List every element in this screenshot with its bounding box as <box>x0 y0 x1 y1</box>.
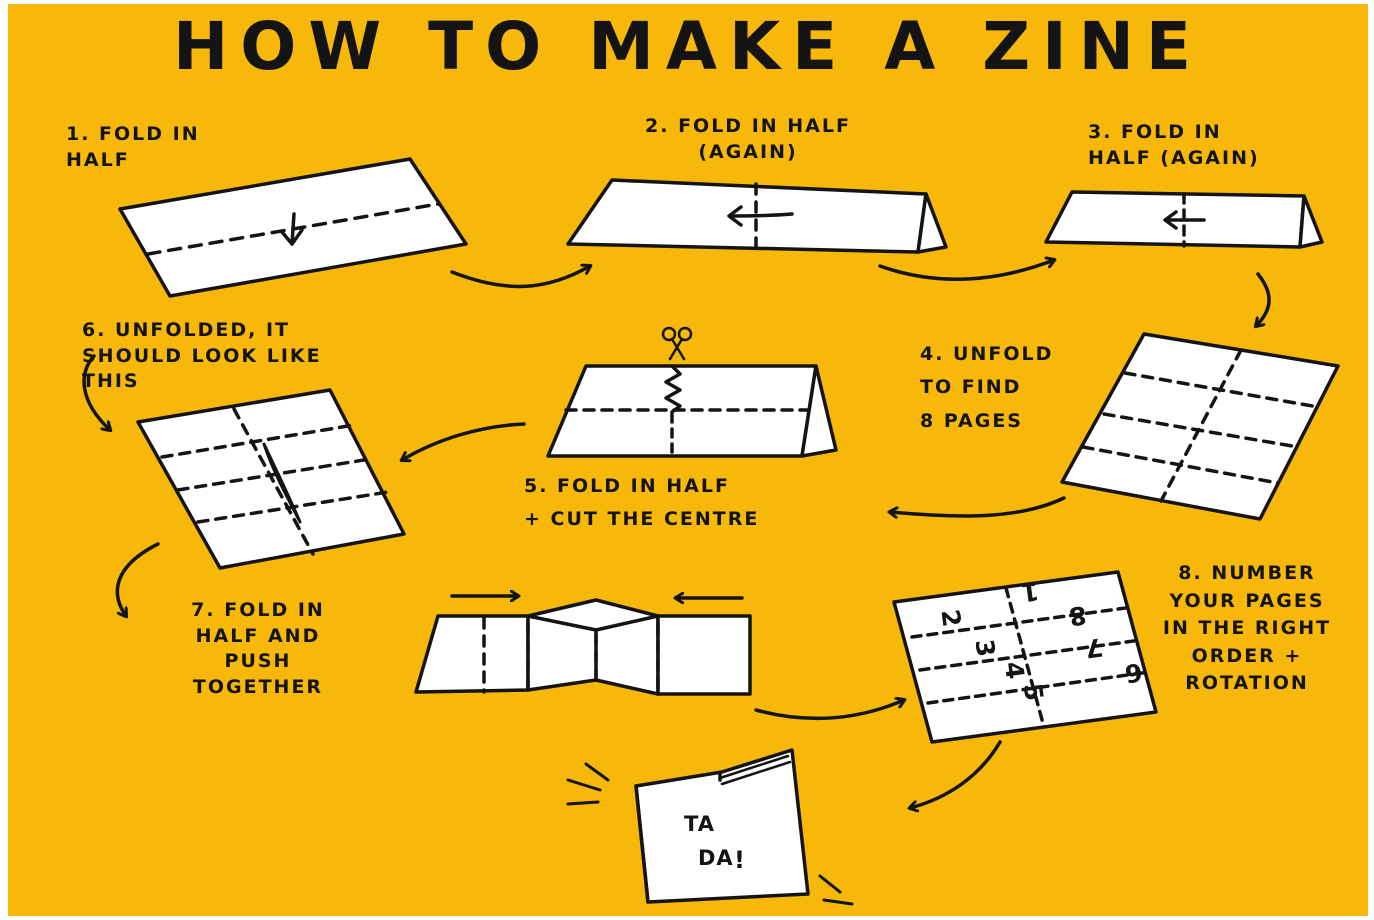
tada-line1: TA <box>684 812 715 836</box>
poster-title: HOW TO MAKE A ZINE <box>173 8 1203 85</box>
page-number: 7 <box>1083 632 1105 664</box>
step5-label: 5. FOLD IN HALF + CUT THE CENTRE <box>524 475 760 531</box>
arrow-step8-to-finished <box>910 740 1002 808</box>
arrow-step5-to-step6 <box>402 422 526 460</box>
page-number: 2 <box>935 607 967 629</box>
poster: HOW TO MAKE A ZINE 1. FOLD IN HALF 2. FO… <box>8 4 1368 916</box>
step1-label: 1. FOLD IN HALF <box>66 123 200 171</box>
step3-label: 3. FOLD IN HALF (AGAIN) <box>1088 121 1260 169</box>
zine-diagram <box>82 157 1340 906</box>
step7-label: 7. FOLD IN HALF AND PUSH TOGETHER <box>191 599 325 698</box>
finished-zine <box>566 748 854 906</box>
arrow-step2-to-step3 <box>878 260 1054 281</box>
step8-numbered-sheet <box>892 570 1158 744</box>
step2-folded-tent <box>566 178 948 254</box>
arrow-step1-to-step2 <box>450 266 590 289</box>
arrow-step6-to-step7 <box>115 542 160 616</box>
page-number: 1 <box>1019 576 1041 608</box>
arrow-step3-to-step4 <box>1256 272 1271 326</box>
step2-label: 2. FOLD IN HALF (AGAIN) <box>645 115 851 163</box>
step6-unfolded-sheet <box>136 388 406 570</box>
arrow-step4-to-step5 <box>890 496 1066 516</box>
step8-label: 8. NUMBER YOUR PAGES IN THE RIGHT ORDER … <box>1162 562 1332 695</box>
page-number: 3 <box>969 637 1001 659</box>
step3-folded-tent <box>1044 190 1324 249</box>
tada-line2: DA <box>698 846 734 870</box>
page-number: 4 <box>998 659 1030 681</box>
page-number: 5 <box>1017 681 1049 703</box>
scissors-icon <box>661 326 693 361</box>
page-number-grid: 1 8 7 6 2 3 4 5 <box>916 559 1154 723</box>
step5-cut-tent <box>546 364 838 458</box>
step6-label: 6. UNFOLDED, IT SHOULD LOOK LIKE THIS <box>82 319 322 393</box>
arrow-label-to-step6 <box>82 354 110 430</box>
page-number: 8 <box>1067 600 1089 632</box>
step7-pushed-zine <box>414 596 752 696</box>
arrow-step7-to-step8 <box>754 700 904 721</box>
page-number: 6 <box>1123 657 1145 689</box>
step4-unfolded-sheet <box>1060 332 1340 521</box>
step4-label: 4. UNFOLD TO FIND 8 PAGES <box>920 343 1054 432</box>
flow-arrows <box>82 260 1271 808</box>
step1-paper-sheet <box>118 157 468 298</box>
tada-exclaim: ! <box>734 846 746 874</box>
